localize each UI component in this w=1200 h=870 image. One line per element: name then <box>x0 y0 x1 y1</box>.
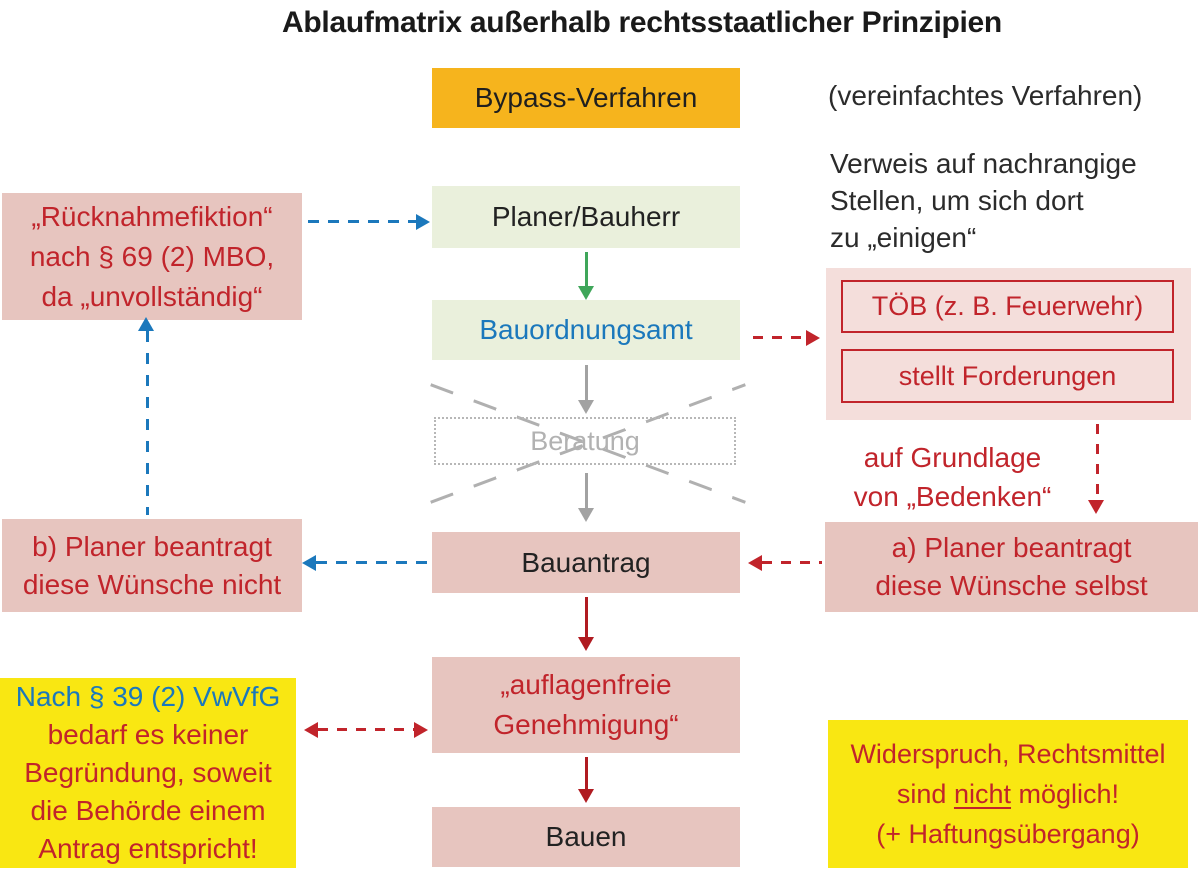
toeb-container <box>826 268 1191 420</box>
arrow-planer-to-bauordnungsamt-head <box>578 286 594 300</box>
arrow-genehmigung-to-bauen-head <box>578 789 594 803</box>
arrow-bauordnungsamt-to-toeb-head <box>806 330 820 346</box>
forderungen-box: stellt Forderungen <box>841 349 1174 403</box>
arrow-option-a-to-bauantrag-head <box>748 555 762 571</box>
arrow-bauantrag-to-genehmigung <box>585 597 588 639</box>
verweis-line: Stellen, um sich dort <box>830 185 1084 216</box>
vwvfg-note-line: die Behörde einem <box>30 795 266 826</box>
arrow-genehmigung-to-bauen <box>585 757 588 791</box>
arrow-toeb-to-option-a-head <box>1088 500 1104 514</box>
verweis-line: zu „einigen“ <box>830 222 977 253</box>
auflagenfreie-genehmigung-box: „auflagenfreie Genehmigung“ <box>432 657 740 753</box>
arrow-vwvfg-genehmigung-head-right <box>414 722 428 738</box>
vwvfg-note-line: Begründung, soweit <box>24 757 272 788</box>
widerspruch-line2-post: möglich! <box>1011 779 1120 809</box>
arrow-bauordnungsamt-to-beratung <box>585 365 588 402</box>
widerspruch-note-box: Widerspruch, Rechtsmittel sind nicht mög… <box>828 720 1188 868</box>
bypass-verfahren-label: Bypass-Verfahren <box>474 82 698 113</box>
bauordnungsamt-label: Bauordnungsamt <box>479 314 693 345</box>
option-a-line: diese Wünsche selbst <box>875 570 1148 601</box>
genehmigung-line: „auflagenfreie <box>500 669 672 700</box>
arrow-beratung-to-bauantrag-head <box>578 508 594 522</box>
option-b-box: b) Planer beantragt diese Wünsche nicht <box>2 519 302 612</box>
widerspruch-line2-pre: sind <box>896 779 954 809</box>
toeb-box: TÖB (z. B. Feuerwehr) <box>841 280 1174 333</box>
widerspruch-line: sind nicht möglich! <box>897 774 1119 814</box>
arrow-option-a-to-bauantrag <box>762 561 822 564</box>
grundlage-line: von „Bedenken“ <box>853 481 1052 512</box>
vereinfachtes-verfahren-note: (vereinfachtes Verfahren) <box>828 80 1143 111</box>
arrow-ruecknahme-to-planer-head <box>416 214 430 230</box>
arrow-bauordnungsamt-to-beratung-head <box>578 400 594 414</box>
option-a-line: a) Planer beantragt <box>891 532 1132 563</box>
grundlage-line: auf Grundlage <box>863 442 1042 473</box>
vwvfg-note-line: Antrag entspricht! <box>38 833 258 864</box>
arrow-option-b-to-ruecknahme <box>146 331 149 515</box>
arrow-planer-to-bauordnungsamt <box>585 252 588 288</box>
bauantrag-box: Bauantrag <box>432 532 740 593</box>
planer-bauherr-box: Planer/Bauherr <box>432 186 740 248</box>
verweis-note: Verweis auf nachrangige Stellen, um sich… <box>830 145 1137 256</box>
arrow-beratung-to-bauantrag <box>585 473 588 510</box>
arrow-vwvfg-genehmigung-bidirectional <box>318 728 414 731</box>
bauantrag-label: Bauantrag <box>521 546 651 578</box>
arrow-bauordnungsamt-to-toeb <box>753 336 806 339</box>
planer-bauherr-label: Planer/Bauherr <box>491 201 681 232</box>
vwvfg-note-line: bedarf es keiner <box>47 719 249 750</box>
ruecknahmefiktion-line: nach § 69 (2) MBO, <box>29 240 275 272</box>
widerspruch-line: Widerspruch, Rechtsmittel <box>850 739 1166 769</box>
option-a-box: a) Planer beantragt diese Wünsche selbst <box>825 522 1198 612</box>
ruecknahmefiktion-box: „Rücknahmefiktion“ nach § 69 (2) MBO, da… <box>2 193 302 320</box>
ruecknahmefiktion-line: da „unvollständig“ <box>41 280 263 312</box>
beratung-label: Beratung <box>530 425 640 456</box>
widerspruch-line: (+ Haftungsübergang) <box>876 819 1140 849</box>
arrow-bauantrag-to-option-b <box>316 561 433 564</box>
widerspruch-nicht-underlined: nicht <box>953 779 1012 809</box>
ruecknahmefiktion-line: „Rücknahmefiktion“ <box>31 200 273 232</box>
toeb-label: TÖB (z. B. Feuerwehr) <box>871 291 1144 321</box>
bypass-verfahren-box: Bypass-Verfahren <box>432 68 740 128</box>
vwvfg-note-box: Nach § 39 (2) VwVfG bedarf es keiner Beg… <box>0 678 296 868</box>
arrow-bauantrag-to-option-b-head <box>302 555 316 571</box>
bauen-box: Bauen <box>432 807 740 867</box>
arrow-bauantrag-to-genehmigung-head <box>578 637 594 651</box>
bauen-label: Bauen <box>545 821 627 852</box>
vwvfg-note-line: Nach § 39 (2) VwVfG <box>15 681 281 712</box>
arrow-vwvfg-genehmigung-head-left <box>304 722 318 738</box>
option-b-line: diese Wünsche nicht <box>22 568 282 600</box>
bauordnungsamt-box: Bauordnungsamt <box>432 300 740 360</box>
grundlage-note: auf Grundlage von „Bedenken“ <box>830 438 1075 516</box>
option-b-line: b) Planer beantragt <box>32 530 272 562</box>
arrow-ruecknahme-to-planer <box>308 220 418 223</box>
arrow-toeb-to-option-a <box>1096 424 1099 500</box>
page-title: Ablaufmatrix außerhalb rechtsstaatlicher… <box>282 6 1002 39</box>
beratung-box: Beratung <box>434 417 736 465</box>
verweis-line: Verweis auf nachrangige <box>830 148 1137 179</box>
genehmigung-line: Genehmigung“ <box>493 709 679 740</box>
forderungen-label: stellt Forderungen <box>898 360 1117 391</box>
arrow-option-b-to-ruecknahme-head <box>138 317 154 331</box>
